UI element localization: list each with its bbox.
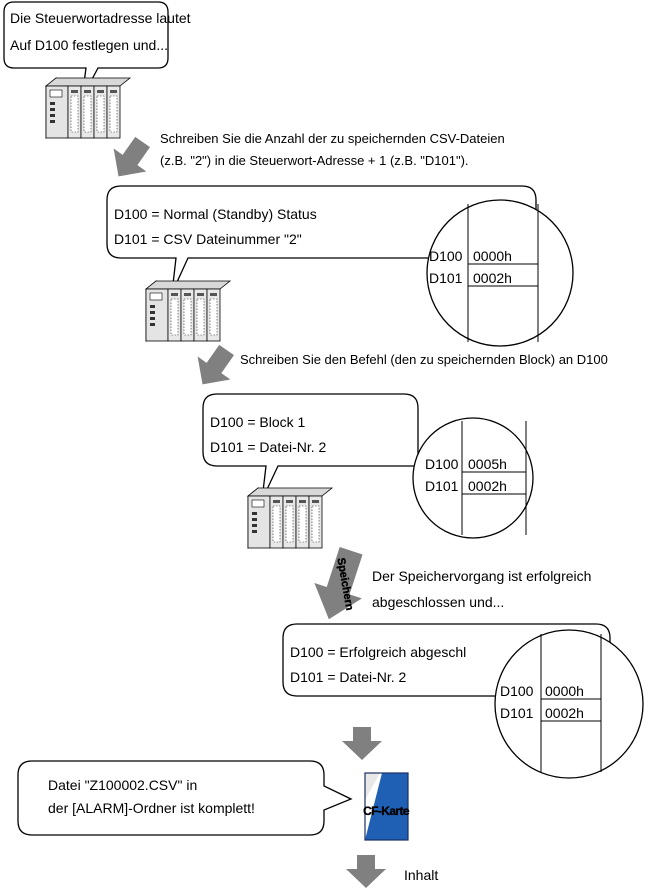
step3-bubble-line-1: D100 = Block 1 [210, 414, 306, 430]
step1-caption-line-1: Schreiben Sie die Anzahl der zu speicher… [160, 131, 505, 146]
step4-register-value-1: 0000h [545, 683, 584, 699]
down-arrow-icon [113, 136, 150, 177]
step2-bubble-line-1: D100 = Normal (Standby) Status [114, 206, 317, 222]
plc-unit-icon [247, 487, 333, 549]
step2-register-magnifier [426, 199, 574, 347]
step1-bubble-line-2: Auf D100 festlegen und... [10, 37, 168, 53]
down-arrow-icon [197, 344, 234, 385]
step3-register-value-2: 0002h [468, 478, 507, 494]
step2-register-address-1: D100 [429, 248, 463, 264]
step5-bubble-line-2: der [ALARM]-Ordner ist komplett! [48, 800, 255, 816]
step3-register-magnifier [412, 417, 534, 539]
step4-register-magnifier [494, 629, 644, 779]
step1-caption-line-2: (z.B. "2") in die Steuerwort-Adresse + 1… [160, 153, 469, 168]
cf-card-label: CF-Karte [363, 804, 410, 818]
cf-card-icon: CF-Karte [363, 772, 411, 841]
down-arrow-icon [346, 855, 386, 888]
step4-bubble-line-2: D101 = Datei-Nr. 2 [290, 669, 407, 685]
plc-unit-icon [45, 77, 131, 139]
down-arrow-icon [342, 727, 382, 760]
save-arrow-icon: Speichern [314, 547, 363, 620]
step3-caption-line-2: abgeschlossen und... [372, 594, 504, 610]
step3-register-value-1: 0005h [468, 456, 507, 472]
step2-bubble-line-2: D101 = CSV Dateinummer "2" [114, 231, 302, 247]
plc-unit-icon [145, 280, 231, 342]
step2-register-value-1: 0000h [473, 248, 512, 264]
step5-speech-bubble [17, 760, 353, 836]
step3-speech-bubble [202, 393, 419, 501]
step4-register-address-2: D101 [500, 705, 534, 721]
step5-caption: Inhalt [404, 867, 438, 883]
step3-bubble-line-2: D101 = Datei-Nr. 2 [210, 439, 327, 455]
step2-register-value-2: 0002h [473, 270, 512, 286]
step3-register-address-2: D101 [425, 478, 459, 494]
step4-register-value-2: 0002h [545, 705, 584, 721]
step2-caption: Schreiben Sie den Befehl (den zu speiche… [240, 352, 608, 367]
step3-caption-line-1: Der Speichervorgang ist erfolgreich [372, 568, 591, 584]
step2-speech-bubble [106, 185, 537, 294]
step5-bubble-line-1: Datei "Z100002.CSV" in [48, 777, 197, 793]
step4-bubble-line-1: D100 = Erfolgreich abgeschl [290, 644, 466, 660]
step1-bubble-line-1: Die Steuerwortadresse lautet [10, 10, 191, 26]
step3-register-address-1: D100 [425, 456, 459, 472]
step2-register-address-2: D101 [429, 270, 463, 286]
step4-register-address-1: D100 [500, 683, 534, 699]
